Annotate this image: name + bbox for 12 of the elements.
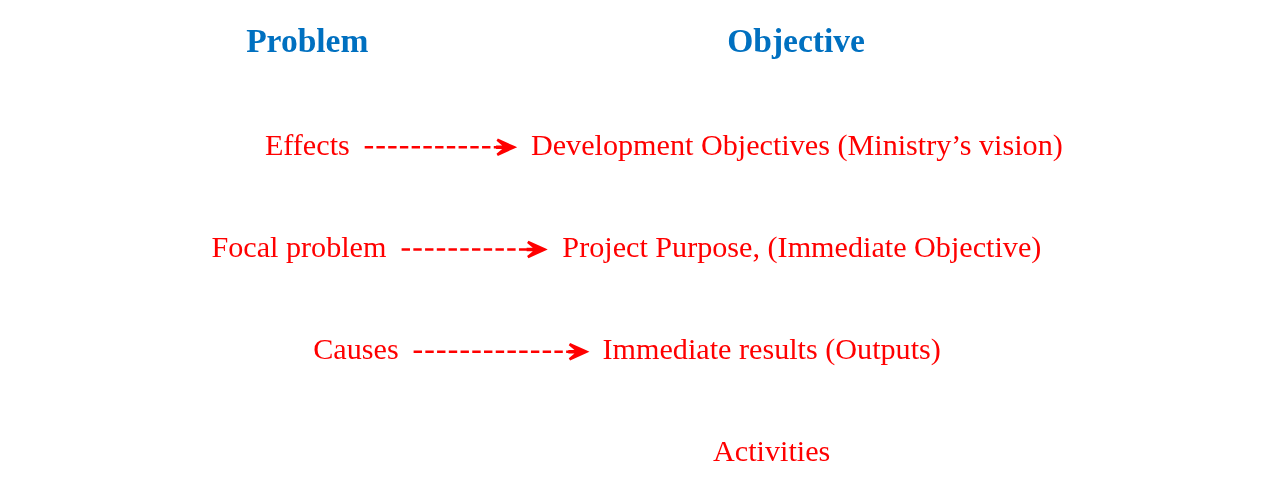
node-text: Development Objectives (Ministry’s vision): [530, 127, 1063, 162]
node-text: Immediate results (Outputs): [602, 332, 941, 367]
node-text: Project Purpose, (Immediate Objective): [562, 229, 1042, 264]
label: Activities: [713, 434, 831, 469]
node-text: Effects: [264, 127, 350, 162]
label: Problem: [246, 21, 369, 59]
node-text: Focal problem: [211, 229, 387, 264]
arrow: [413, 342, 588, 361]
arrow: [364, 138, 516, 157]
label: Objective: [727, 21, 865, 59]
arrow: [401, 240, 546, 259]
node-text: Causes: [313, 332, 399, 367]
